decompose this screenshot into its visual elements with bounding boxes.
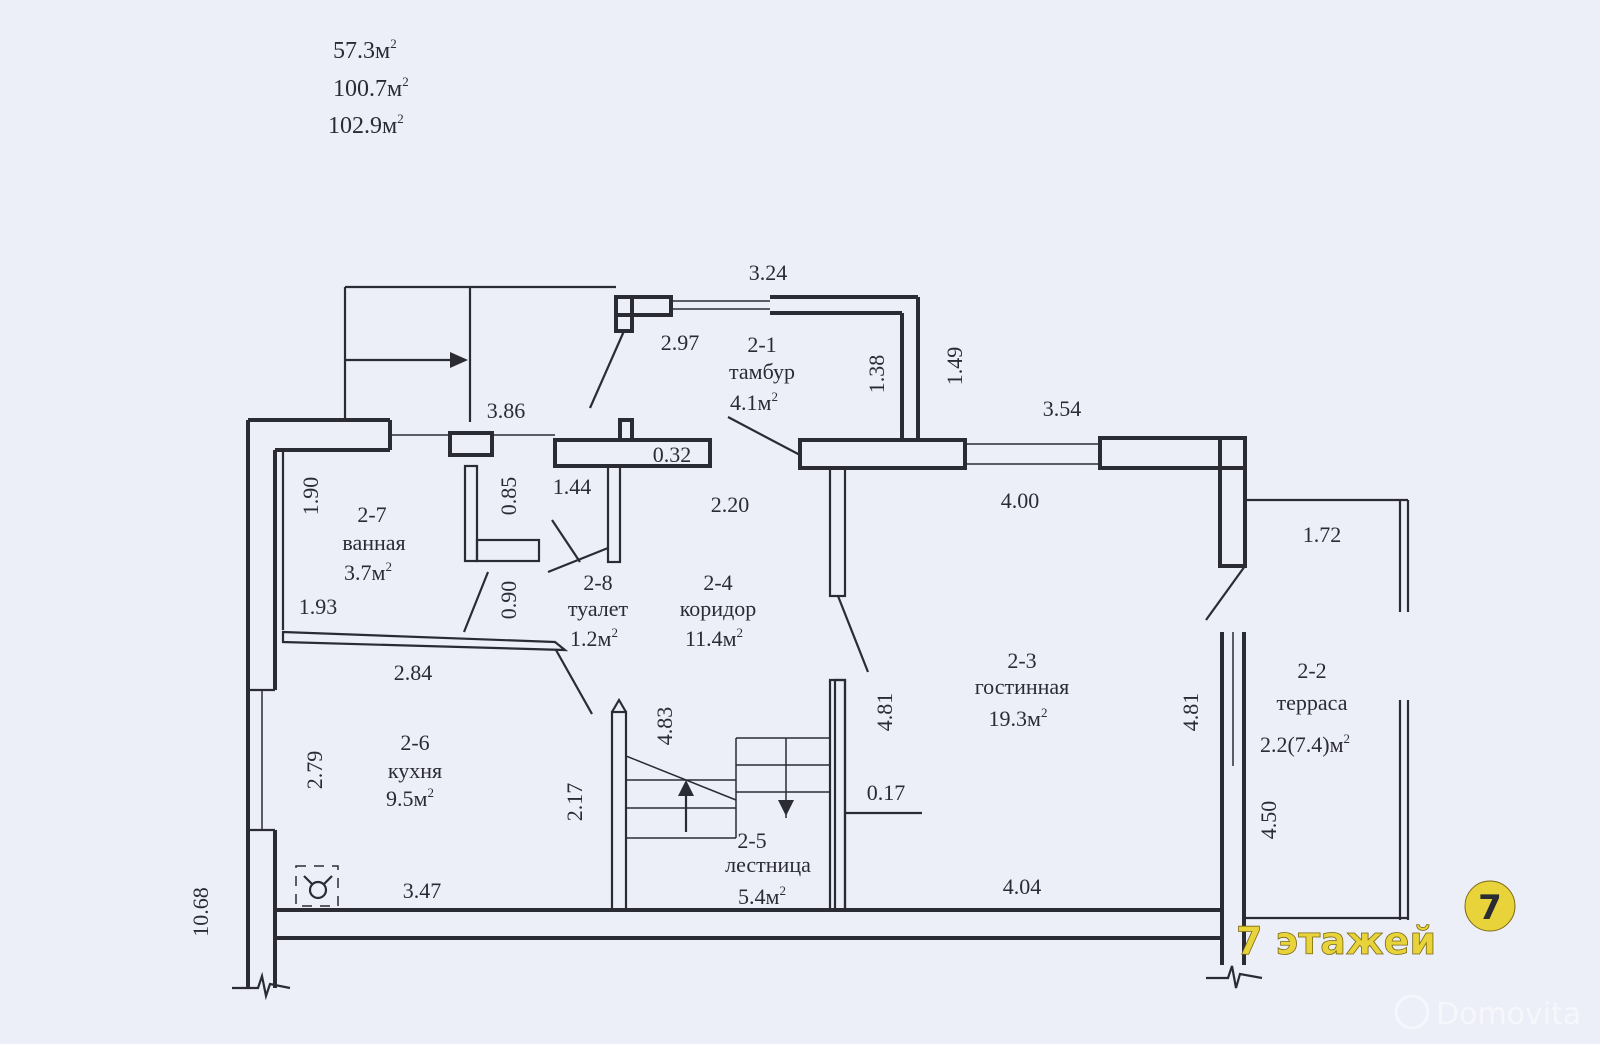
svg-text:4.1м2: 4.1м2 xyxy=(730,389,778,415)
svg-text:3.7м2: 3.7м2 xyxy=(344,559,392,585)
svg-text:4.81: 4.81 xyxy=(1178,693,1203,732)
boiler-icon xyxy=(295,865,339,907)
svg-text:1.49: 1.49 xyxy=(942,347,967,386)
svg-text:4.04: 4.04 xyxy=(1003,874,1042,899)
svg-text:4.83: 4.83 xyxy=(652,707,677,746)
staircase xyxy=(625,737,922,839)
svg-text:4.00: 4.00 xyxy=(1001,488,1040,513)
svg-text:0.90: 0.90 xyxy=(496,581,521,620)
svg-text:2.2(7.4)м2: 2.2(7.4)м2 xyxy=(1260,731,1350,757)
svg-text:тамбур: тамбур xyxy=(729,359,795,384)
room-label-2-7: 2-7 ванная 3.7м2 xyxy=(342,502,405,585)
room-label-2-6: 2-6 кухня 9.5м2 xyxy=(386,730,442,811)
svg-text:0.17: 0.17 xyxy=(867,780,906,805)
svg-text:1.72: 1.72 xyxy=(1303,522,1342,547)
svg-text:19.3м2: 19.3м2 xyxy=(989,705,1048,731)
svg-text:100.7м2: 100.7м2 xyxy=(333,74,409,102)
walls xyxy=(232,295,1410,1001)
porch-outline xyxy=(343,285,616,422)
svg-text:0.85: 0.85 xyxy=(496,477,521,516)
svg-text:57.3м2: 57.3м2 xyxy=(333,36,397,64)
svg-text:кухня: кухня xyxy=(388,758,442,783)
room-label-2-3: 2-3 гостинная 19.3м2 xyxy=(975,648,1070,731)
svg-text:3.54: 3.54 xyxy=(1043,396,1082,421)
room-label-2-5: 2-5 лестница 5.4м2 xyxy=(725,828,811,909)
svg-text:0.32: 0.32 xyxy=(653,442,692,467)
svg-text:2-3: 2-3 xyxy=(1007,648,1036,673)
svg-text:лестница: лестница xyxy=(725,852,811,877)
site-name: Domovita xyxy=(1436,997,1581,1032)
svg-text:3.86: 3.86 xyxy=(487,398,526,423)
svg-text:4.50: 4.50 xyxy=(1256,801,1281,840)
svg-text:2-4: 2-4 xyxy=(703,570,732,595)
svg-text:9.5м2: 9.5м2 xyxy=(386,785,434,811)
svg-text:гостинная: гостинная xyxy=(975,674,1070,699)
svg-text:3.24: 3.24 xyxy=(749,260,788,285)
svg-text:1.93: 1.93 xyxy=(299,594,338,619)
brand-watermark: 7 этажей 7 xyxy=(1236,880,1516,963)
svg-text:2.79: 2.79 xyxy=(302,751,327,790)
svg-text:2-6: 2-6 xyxy=(400,730,429,755)
svg-text:2.84: 2.84 xyxy=(394,660,433,685)
svg-text:10.68: 10.68 xyxy=(188,887,213,937)
svg-text:1.44: 1.44 xyxy=(553,474,592,499)
svg-text:1.38: 1.38 xyxy=(864,355,889,394)
svg-text:3.47: 3.47 xyxy=(403,878,442,903)
svg-text:2.17: 2.17 xyxy=(562,783,587,822)
room-label-2-8: 2-8 туалет 1.2м2 xyxy=(568,570,629,651)
svg-text:102.9м2: 102.9м2 xyxy=(328,111,404,139)
svg-text:7: 7 xyxy=(1478,888,1502,928)
domovita-logo-icon xyxy=(1394,994,1430,1030)
svg-text:ванная: ванная xyxy=(342,530,405,555)
svg-text:коридор: коридор xyxy=(680,596,757,621)
svg-text:2.97: 2.97 xyxy=(661,330,700,355)
svg-text:терраса: терраса xyxy=(1277,690,1348,715)
area-summary: 57.3м2 100.7м2 102.9м2 xyxy=(328,36,409,139)
svg-text:2-5: 2-5 xyxy=(737,828,766,853)
svg-text:2-7: 2-7 xyxy=(357,502,386,527)
svg-text:туалет: туалет xyxy=(568,596,629,621)
svg-text:11.4м2: 11.4м2 xyxy=(685,625,743,651)
room-label-2-1: 2-1 тамбур 4.1м2 xyxy=(729,332,795,415)
svg-text:2-1: 2-1 xyxy=(747,332,776,357)
svg-text:2.20: 2.20 xyxy=(711,492,750,517)
room-label-2-2: 2-2 терраса 2.2(7.4)м2 xyxy=(1260,658,1350,757)
brand-logo-icon xyxy=(1464,880,1516,932)
svg-text:5.4м2: 5.4м2 xyxy=(738,883,786,909)
svg-text:1.90: 1.90 xyxy=(298,477,323,516)
svg-text:2-2: 2-2 xyxy=(1297,658,1326,683)
dimension-labels: 3.24 2.97 1.38 1.49 3.86 3.54 0.32 1.90 … xyxy=(188,260,1341,937)
door-swings xyxy=(462,330,1246,715)
room-label-2-4: 2-4 коридор 11.4м2 xyxy=(680,570,757,651)
site-watermark: Domovita xyxy=(1394,994,1581,1032)
brand-name: 7 этажей xyxy=(1236,919,1436,963)
svg-text:1.2м2: 1.2м2 xyxy=(570,625,618,651)
svg-text:4.81: 4.81 xyxy=(872,693,897,732)
svg-text:2-8: 2-8 xyxy=(583,570,612,595)
area-line-3: 102.9м xyxy=(328,113,397,139)
area-line-1: 57.3м xyxy=(333,38,390,64)
area-line-2: 100.7м xyxy=(333,76,402,102)
